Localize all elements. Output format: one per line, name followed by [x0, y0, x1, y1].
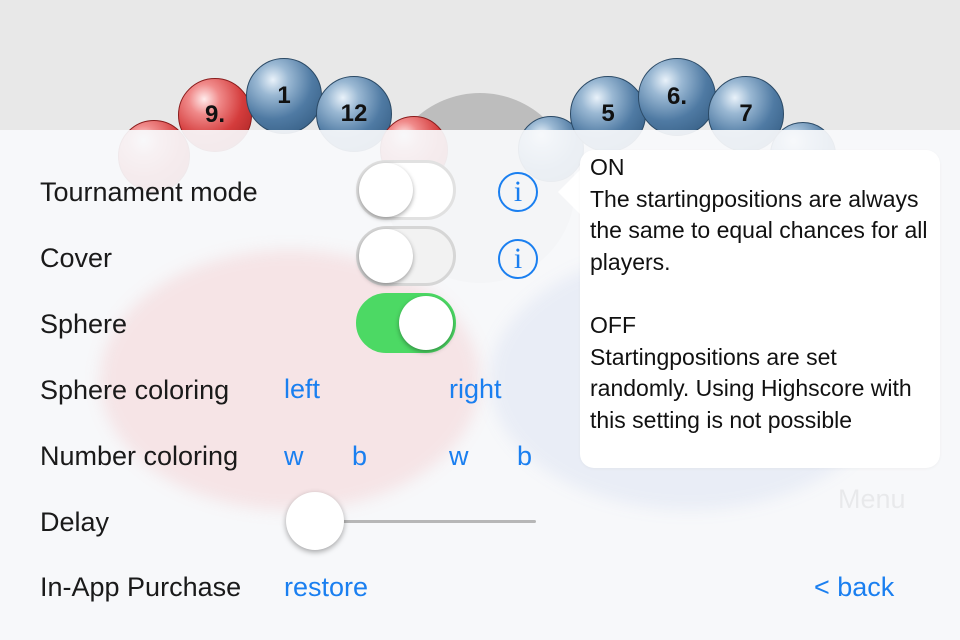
popover-text: ON The startingpositions are always the … [590, 152, 935, 436]
number-right-black-link[interactable]: b [517, 441, 533, 471]
ball-label: 12 [340, 100, 368, 127]
sphere-toggle[interactable] [356, 293, 456, 353]
tournament-mode-toggle[interactable] [356, 160, 456, 220]
popover-on-text: The startingpositions are always the sam… [590, 185, 928, 275]
info-popover: ON The startingpositions are always the … [580, 150, 940, 468]
restore-link[interactable]: restore [284, 572, 369, 602]
delay-slider-thumb[interactable] [286, 492, 344, 550]
toggle-knob [399, 296, 453, 350]
tournament-mode-label: Tournament mode [40, 177, 258, 207]
ghost-menu-label: Menu [838, 484, 906, 514]
cover-label: Cover [40, 243, 113, 273]
delay-label: Delay [40, 507, 110, 537]
popover-off-title: OFF [590, 311, 636, 338]
back-link[interactable]: < back [814, 572, 895, 602]
ball-label: 5 [601, 100, 615, 127]
ball-label: 9. [204, 101, 225, 128]
ball-6: 6. [638, 58, 716, 136]
popover-on-title: ON [590, 154, 625, 180]
sphere-coloring-right-link[interactable]: right [449, 374, 502, 404]
in-app-purchase-label: In-App Purchase [40, 572, 242, 602]
number-right-white-link[interactable]: w [449, 441, 469, 471]
sphere-coloring-label: Sphere coloring [40, 375, 230, 405]
ball-label: 6. [666, 83, 687, 110]
number-left-black-link[interactable]: b [352, 441, 368, 471]
cover-toggle[interactable] [356, 226, 456, 286]
popover-off-text: Startingpositions are set randomly. Usin… [590, 343, 912, 433]
number-coloring-label: Number coloring [40, 441, 239, 471]
ball-1: 1 [246, 58, 322, 134]
tournament-info-icon[interactable]: i [498, 172, 538, 212]
number-left-white-link[interactable]: w [284, 441, 304, 471]
sphere-label: Sphere [40, 309, 128, 339]
delay-slider-track[interactable] [300, 520, 536, 523]
toggle-knob [359, 163, 413, 217]
ball-label: 1 [277, 82, 291, 109]
sphere-coloring-left-link[interactable]: left [284, 374, 321, 404]
toggle-knob [359, 229, 413, 283]
popover-arrow [558, 168, 582, 216]
cover-info-icon[interactable]: i [498, 239, 538, 279]
ball-label: 7 [739, 100, 753, 127]
